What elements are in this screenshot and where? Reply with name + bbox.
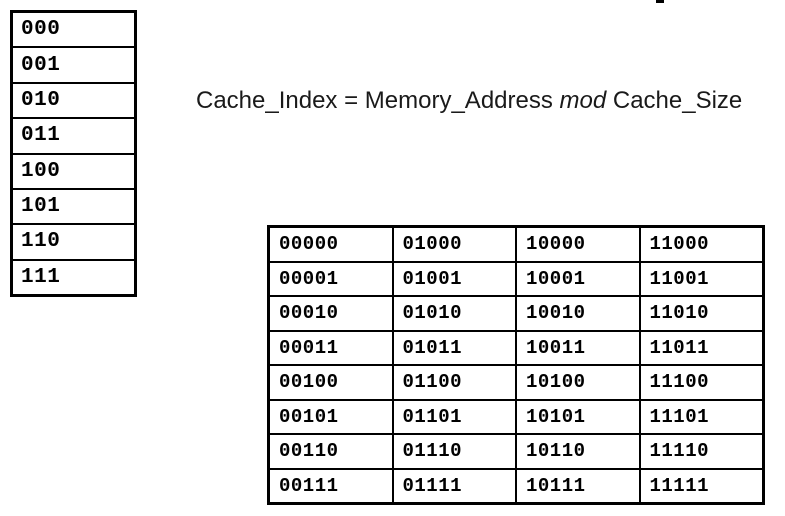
memory-address-cell: 00111 (269, 468, 393, 503)
memory-address-cell: 11011 (639, 330, 763, 365)
cache-index-cell: 100 (12, 153, 135, 189)
memory-address-cell: 10010 (516, 296, 640, 331)
cache-index-cell: 010 (12, 82, 135, 119)
memory-address-cell: 01101 (392, 399, 516, 434)
memory-address-cell: 01100 (392, 365, 516, 400)
memory-address-cell: 01111 (392, 468, 516, 503)
memory-address-cell: 00000 (269, 227, 393, 262)
memory-address-cell: 11111 (639, 468, 763, 503)
memory-address-cell: 01110 (392, 434, 516, 469)
memory-address-cell: 11000 (639, 227, 763, 262)
cache-index-cell: 011 (12, 118, 135, 154)
cache-index-cell: 101 (12, 188, 135, 225)
formula-mod-keyword: mod (559, 87, 607, 114)
memory-address-cell: 01011 (392, 330, 516, 365)
memory-address-cell: 00011 (269, 330, 393, 365)
memory-address-cell: 11100 (639, 365, 763, 400)
cache-index-cell: 110 (12, 224, 135, 260)
memory-address-cell: 10000 (516, 227, 640, 262)
memory-address-cell: 01000 (392, 227, 516, 262)
memory-address-cell: 10001 (516, 261, 640, 296)
formula-left-text: Cache_Index = Memory_Address (196, 87, 560, 114)
memory-address-cell: 10111 (516, 468, 640, 503)
memory-address-cell: 01001 (392, 261, 516, 296)
cache-index-cell: 111 (12, 259, 135, 295)
memory-address-cell: 11001 (639, 261, 763, 296)
clipped-title-artifact (656, 0, 664, 3)
memory-address-cell: 10101 (516, 399, 640, 434)
memory-address-cell: 10011 (516, 330, 640, 365)
formula-right-text: Cache_Size (606, 87, 743, 114)
memory-address-cell: 00100 (269, 365, 393, 400)
memory-address-cell: 00001 (269, 261, 393, 296)
memory-address-cell: 00110 (269, 434, 393, 469)
memory-address-cell: 00101 (269, 399, 393, 434)
memory-address-cell: 01010 (392, 296, 516, 331)
cache-index-cell: 000 (12, 12, 135, 48)
memory-address-cell: 11110 (639, 434, 763, 469)
cache-index-cell: 001 (12, 47, 135, 83)
cache-index-formula: Cache_Index = Memory_Address mod Cache_S… (196, 86, 742, 116)
memory-address-cell: 11101 (639, 399, 763, 434)
memory-address-cell: 10110 (516, 434, 640, 469)
memory-address-cell: 11010 (639, 296, 763, 331)
memory-address-cell: 10100 (516, 365, 640, 400)
memory-address-cell: 00010 (269, 296, 393, 331)
